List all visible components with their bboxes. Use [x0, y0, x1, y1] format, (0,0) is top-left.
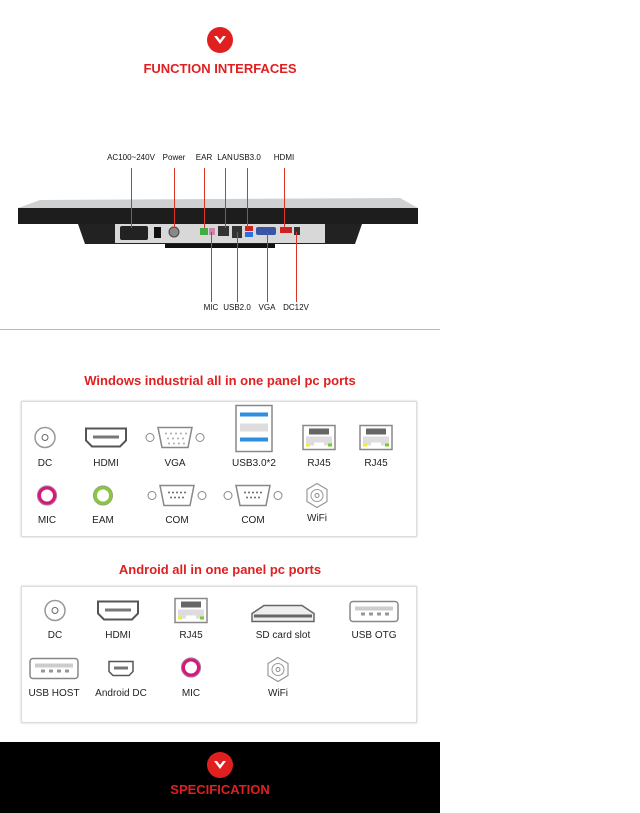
sd-slot-icon: [250, 604, 316, 629]
port-label-dc12v: DC12V: [283, 303, 309, 312]
port-label-lan: LAN: [217, 153, 233, 162]
com-icon: [146, 484, 208, 513]
port-label: COM: [165, 515, 189, 526]
port-label: VGA: [164, 458, 186, 469]
chevron-down-circle-icon: [207, 752, 233, 778]
wifi-antenna-icon: [266, 656, 290, 688]
port-label: SD card slot: [255, 630, 311, 641]
windows-ports-title: Windows industrial all in one panel pc p…: [84, 373, 356, 388]
chevron-down-circle-icon: [207, 27, 233, 53]
mic-jack-icon: [37, 485, 57, 511]
mic-jack-icon: [181, 657, 201, 683]
port-label-hdmi: HDMI: [273, 153, 295, 162]
port-label: USB HOST: [28, 688, 80, 699]
port-label: USB3.0*2: [232, 458, 276, 469]
usb-icon: [349, 600, 399, 628]
port-label-usb3: USB3.0: [233, 153, 261, 162]
dc-jack-icon: [44, 599, 66, 627]
rj45-icon: [359, 424, 393, 456]
rj45-icon: [174, 597, 208, 629]
port-label-mic: MIC: [203, 303, 219, 312]
mini-hdmi-icon: [107, 660, 135, 683]
section-title-specification: SPECIFICATION: [170, 782, 270, 797]
hdmi-icon: [96, 600, 140, 627]
port-label-power: Power: [162, 153, 186, 162]
port-label: WiFi: [268, 688, 288, 699]
dc-jack-icon: [34, 426, 56, 454]
rj45-icon: [302, 424, 336, 456]
port-label: EAM: [92, 515, 114, 526]
vga-icon: [144, 425, 206, 456]
port-label: HDMI: [105, 630, 131, 641]
port-label: COM: [241, 515, 265, 526]
port-label-vga: VGA: [258, 303, 276, 312]
port-label: Android DC: [95, 688, 147, 699]
hdmi-icon: [84, 427, 128, 454]
port-label-ear: EAR: [195, 153, 213, 162]
section-title-function-interfaces: FUNCTION INTERFACES: [143, 61, 297, 76]
usb-icon: [29, 657, 79, 685]
com-icon: [222, 484, 284, 513]
port-label: DC: [47, 630, 63, 641]
port-label: HDMI: [93, 458, 119, 469]
specification-banner: SPECIFICATION: [0, 742, 440, 813]
port-label: DC: [37, 458, 53, 469]
port-label: MIC: [37, 515, 57, 526]
windows-ports-panel: [21, 401, 417, 537]
port-label: MIC: [181, 688, 201, 699]
usb3-double-icon: [235, 404, 273, 458]
rear-panel-diagram: AC100~240V Power EAR LAN USB3.0 HDMI MIC…: [0, 140, 440, 330]
port-label: RJ45: [179, 630, 203, 641]
android-ports-title: Android all in one panel pc ports: [118, 562, 322, 577]
port-label-ac: AC100~240V: [107, 153, 155, 162]
wifi-antenna-icon: [305, 482, 329, 514]
port-label: RJ45: [364, 458, 388, 469]
port-label: RJ45: [307, 458, 331, 469]
port-label-usb2: USB2.0: [223, 303, 251, 312]
ear-jack-icon: [93, 485, 113, 511]
port-label: WiFi: [307, 513, 327, 524]
port-label: USB OTG: [351, 630, 397, 641]
